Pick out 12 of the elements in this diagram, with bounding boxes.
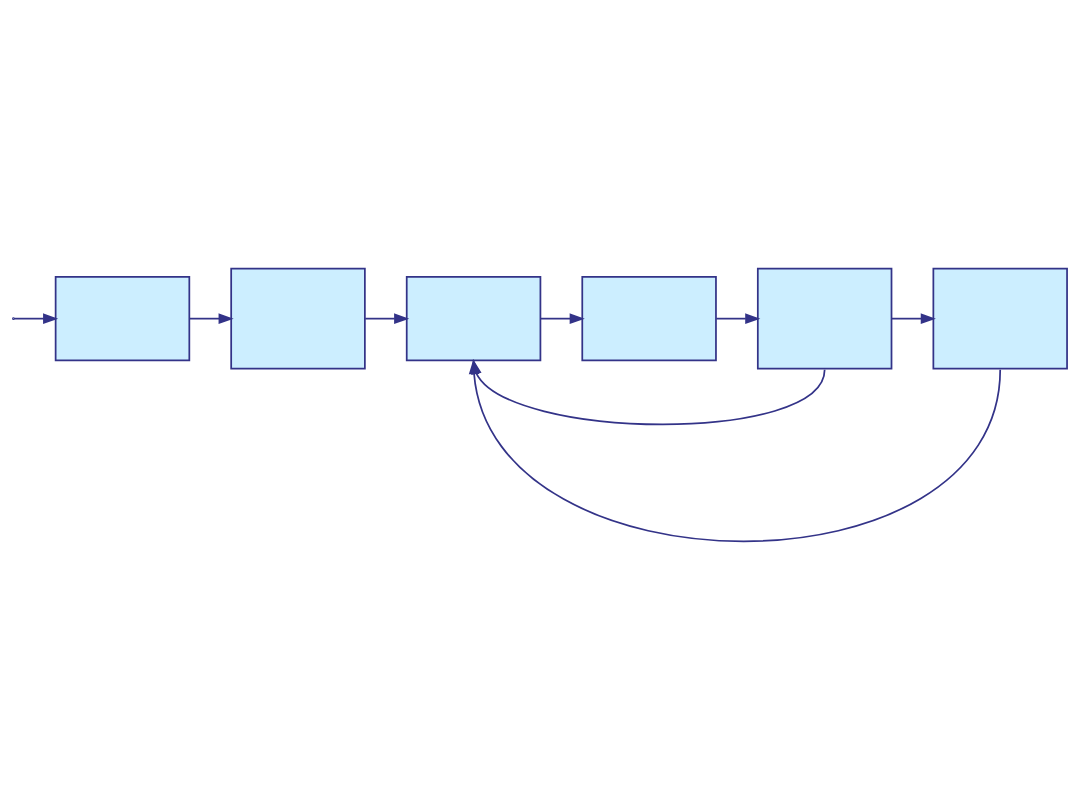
node-box: [932, 267, 1068, 370]
arrow: [715, 313, 761, 324]
arrow: [13, 313, 59, 324]
node-box: [54, 275, 191, 362]
arrow: [890, 313, 936, 324]
node-box: [230, 267, 366, 370]
node-box: [405, 275, 542, 362]
arrow: [539, 313, 585, 324]
node-box: [756, 267, 893, 370]
arrow: [364, 313, 410, 324]
arrow: [188, 313, 234, 324]
node-box: [581, 275, 717, 362]
